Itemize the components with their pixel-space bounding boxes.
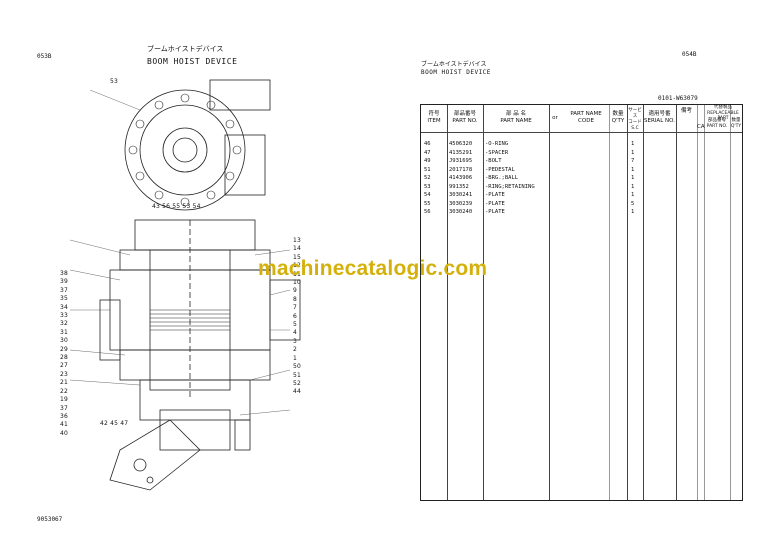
left-page-code: 053B: [37, 53, 52, 60]
right-title-en: BOOM HOIST DEVICE: [421, 69, 491, 76]
right-page-code: 054B: [682, 51, 697, 58]
left-title-en: BOOM HOIST DEVICE: [147, 57, 238, 66]
right-title-jp: ブームホイストデバイス: [421, 61, 487, 68]
left-page: 053B ブームホイストデバイス BOOM HOIST DEVICE: [37, 45, 302, 523]
boom-hoist-device-drawing: [69, 79, 301, 491]
left-title-jp: ブームホイストデバイス: [147, 45, 224, 53]
label-53: 53: [110, 78, 119, 85]
figure-number: 9053067: [37, 516, 63, 523]
header-ca: CA: [697, 124, 705, 130]
header-remarks: 備考: [680, 108, 692, 114]
right-page: 054B ブームホイストデバイス BOOM HOIST DEVICE 0101-…: [384, 0, 768, 542]
watermark: machinecatalogic.com: [258, 257, 488, 280]
label-top-group: 43 56 55 53 54: [152, 203, 201, 210]
serial-range: 0101-W63079: [658, 95, 698, 102]
label-42: 42 45 47: [100, 420, 129, 427]
header-or: or: [552, 115, 558, 121]
